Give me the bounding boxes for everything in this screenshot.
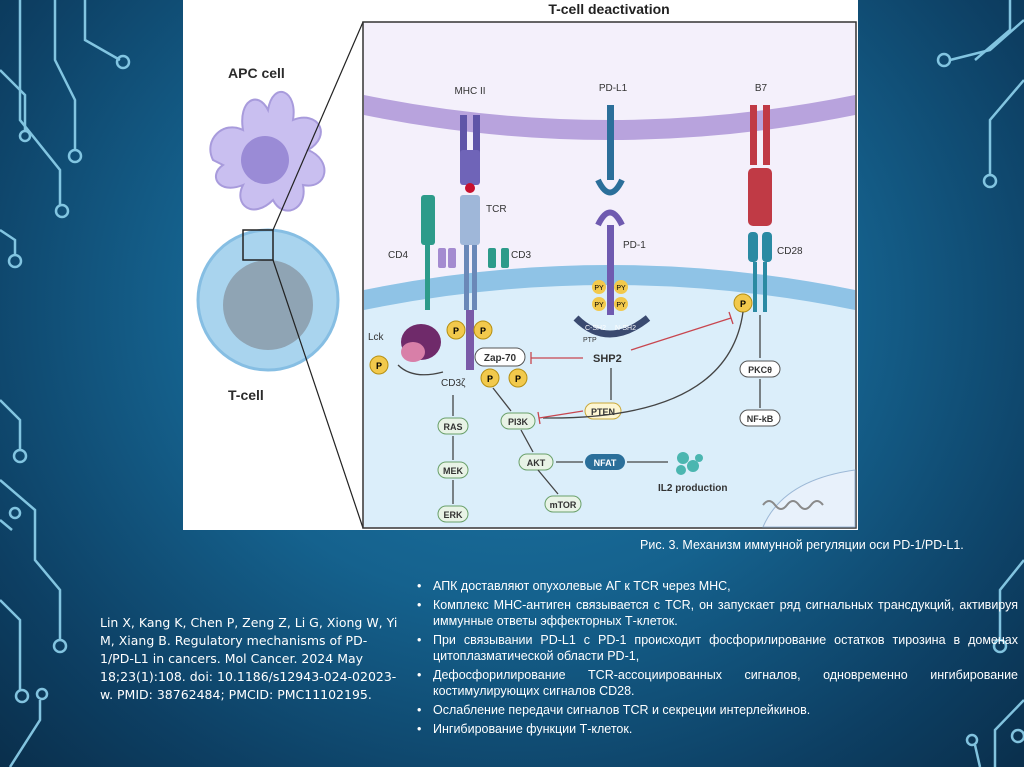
il2-molecules [676, 452, 703, 475]
erk-label: ERK [443, 510, 463, 520]
cd4-receptor [421, 195, 435, 310]
bullet-marker: • [417, 703, 422, 717]
mtor-node [544, 495, 582, 513]
zoom-line [272, 21, 364, 231]
nfat-label: NFAT [594, 458, 617, 468]
ras-node [437, 417, 469, 435]
akt-label: AKT [527, 458, 546, 468]
ras-label: RAS [443, 422, 462, 432]
bullet-item: • Ослабление передачи сигналов TCR и секр… [415, 702, 1018, 718]
cd3z-label: CD3ζ [441, 378, 466, 389]
cd28-label: CD28 [777, 246, 803, 257]
pathway-diagram: APC cell T-cell T-cell deactivation MHC … [196, 1, 857, 529]
bullet-marker: • [417, 633, 422, 647]
csh2-label: C-SH2 [585, 325, 606, 332]
reference-citation: Lin X, Kang K, Chen P, Zeng Z, Li G, Xio… [100, 615, 398, 702]
pdl1-pd1-complex [595, 105, 625, 315]
b7-cd28-complex [748, 105, 772, 312]
bullet-text: АПК доставляют опухолевые АГ к TCR через… [433, 579, 731, 593]
cd3-phospho-sites: P P P P P [369, 320, 528, 388]
phospho-label: P [480, 326, 486, 336]
figure-caption: Рис. 3. Механизм иммунной регуляции оси … [640, 538, 964, 552]
bullet-marker: • [417, 668, 422, 682]
pd1-label: PD-1 [623, 240, 646, 251]
phospho-label: P [453, 326, 459, 336]
pi3k-node [500, 412, 536, 430]
akt-node [518, 453, 554, 471]
erk-node [437, 505, 469, 523]
pathway-arrows [397, 311, 761, 504]
lck-kinase [401, 324, 441, 362]
nfkb-label: NF-kB [747, 414, 774, 424]
shp2-domain [573, 315, 651, 338]
py-label: PY [594, 302, 604, 309]
py-label: PY [616, 302, 626, 309]
phospho-label: P [376, 361, 382, 371]
nfkb-node [739, 409, 781, 427]
zap70-label: Zap-70 [484, 353, 517, 364]
zap70-node [474, 347, 526, 367]
bullet-text: Ингибирование функции Т-клеток. [433, 722, 633, 736]
tcell-label: T-cell [228, 387, 264, 403]
il2-label: IL2 production [658, 483, 727, 494]
cd4-label: CD4 [388, 250, 408, 261]
zoom-box [242, 229, 274, 261]
nsh2-label: N-SH2 [615, 325, 636, 332]
cd3-label: CD3 [511, 250, 531, 261]
tcell-illustration [196, 228, 340, 372]
phospho-label: P [515, 374, 521, 384]
bullet-text: Комплекс МНС-антиген связывается с TCR, … [433, 598, 1018, 628]
apc-membrane [364, 95, 855, 140]
pten-label: PTEN [591, 407, 615, 417]
phospho-label: P [740, 299, 746, 309]
bullet-item: • АПК доставляют опухолевые АГ к TCR чере… [415, 578, 1018, 594]
pkc-node [739, 360, 781, 378]
phospho-label: P [487, 374, 493, 384]
py-label: PY [594, 285, 604, 292]
mek-node [437, 461, 469, 479]
inhibition-lines [530, 311, 734, 425]
pten-node [584, 402, 622, 420]
apc-cell-illustration [209, 90, 326, 212]
figure-title: T-cell deactivation [548, 1, 669, 17]
b7-label: B7 [755, 83, 768, 94]
nucleus [762, 469, 856, 528]
pathway-figure: APC cell T-cell T-cell deactivation MHC … [183, 0, 858, 530]
mhc-label: MHC II [454, 86, 485, 97]
dna-icon [762, 500, 824, 510]
bullet-item: • Комплекс МНС-антиген связывается с TCR,… [415, 597, 1018, 629]
py-label: PY [616, 285, 626, 292]
bullet-item: • Дефосфорилирование TCR-ассоциированных … [415, 667, 1018, 699]
shp2-label: SHP2 [593, 353, 622, 365]
bullet-marker: • [417, 579, 422, 593]
mtor-label: mTOR [550, 500, 577, 510]
tcell-membrane [364, 265, 855, 310]
apc-cell-label: APC cell [228, 65, 285, 81]
cd3-receptor [438, 248, 509, 268]
lck-label: Lck [368, 332, 385, 343]
pdl1-label: PD-L1 [599, 83, 628, 94]
bullet-item: • При связывании PD-L1 с PD-1 происходит … [415, 632, 1018, 664]
bullet-marker: • [417, 598, 422, 612]
py-residues: PY PY PY PY [592, 280, 628, 311]
zoom-line [272, 259, 364, 529]
mek-label: MEK [443, 466, 464, 476]
mhc-tcr-complex [460, 115, 480, 370]
bullet-text: Ослабление передачи сигналов TCR и секре… [433, 703, 811, 717]
bullet-text: Дефосфорилирование TCR-ассоциированных с… [433, 668, 1018, 698]
pi3k-label: PI3K [508, 417, 529, 427]
bullet-list: • АПК доставляют опухолевые АГ к TCR чере… [415, 578, 1018, 740]
ptp-label: PTP [583, 337, 597, 344]
bullet-text: При связывании PD-L1 с PD-1 происходит ф… [433, 633, 1018, 663]
bullet-marker: • [417, 722, 422, 736]
tcr-label: TCR [486, 204, 507, 215]
nfat-node [585, 454, 625, 470]
pkc-label: PKCθ [748, 365, 772, 375]
bullet-item: • Ингибирование функции Т-клеток. [415, 721, 1018, 737]
